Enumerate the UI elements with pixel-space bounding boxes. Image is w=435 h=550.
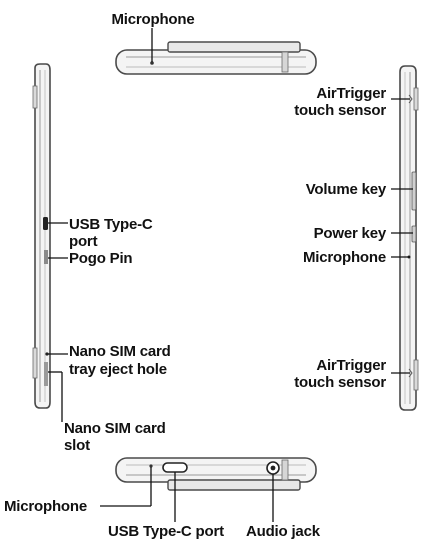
label-airtrigger-bottom-line1: AirTrigger: [316, 357, 386, 374]
bottom-microphone-hole: [149, 464, 153, 468]
label-usb-bottom: USB Type-C port: [108, 523, 224, 540]
label-sim-slot-line1: Nano SIM card: [64, 420, 166, 437]
label-pogo-pin: Pogo Pin: [69, 250, 133, 267]
label-mic-bottom: Microphone: [4, 498, 87, 515]
right-side-body: [399, 65, 417, 411]
label-usb-side-line2: port: [69, 233, 98, 250]
left-side-body: [34, 63, 51, 409]
left-side-bottom-cap: [32, 347, 38, 379]
bottom-view: [100, 457, 317, 522]
label-usb-side-line1: USB Type-C: [69, 216, 153, 233]
label-sim-eject-line2: tray eject hole: [69, 361, 167, 378]
right-side-top-cap: [413, 87, 419, 111]
bottom-usb-port: [162, 462, 188, 473]
top-view-raised-panel: [167, 41, 301, 53]
airtrigger-bottom-mark: [408, 368, 413, 378]
label-airtrigger-top-line2: touch sensor: [294, 102, 386, 119]
label-airtrigger-bottom-line2: touch sensor: [294, 374, 386, 391]
sim-card-slot: [44, 362, 48, 386]
top-microphone-hole: [150, 61, 154, 65]
right-side-bottom-cap: [413, 359, 419, 391]
label-sim-slot-line2: slot: [64, 437, 90, 454]
left-side-view: [32, 63, 68, 422]
power-key: [411, 225, 417, 243]
top-view: [115, 28, 317, 75]
bottom-view-end-cap: [281, 459, 289, 481]
label-power-key: Power key: [313, 225, 387, 242]
label-airtrigger-top-line1: AirTrigger: [316, 85, 386, 102]
label-audio-jack: Audio jack: [246, 523, 320, 540]
volume-key: [411, 171, 417, 211]
pogo-pin-contacts: [44, 250, 48, 264]
label-volume-key: Volume key: [305, 181, 386, 198]
right-side-view: [391, 65, 419, 411]
bottom-view-raised-panel: [167, 479, 301, 491]
label-mic-right: Microphone: [303, 249, 386, 266]
left-side-top-cap: [32, 85, 38, 109]
airtrigger-top-mark: [408, 94, 413, 104]
top-view-end-cap: [281, 51, 289, 73]
audio-jack-inner: [270, 465, 276, 471]
label-mic-top: Microphone: [111, 11, 195, 28]
label-sim-eject-line1: Nano SIM card: [69, 343, 171, 360]
side-usb-port: [43, 217, 48, 230]
sim-eject-hole: [45, 352, 49, 356]
